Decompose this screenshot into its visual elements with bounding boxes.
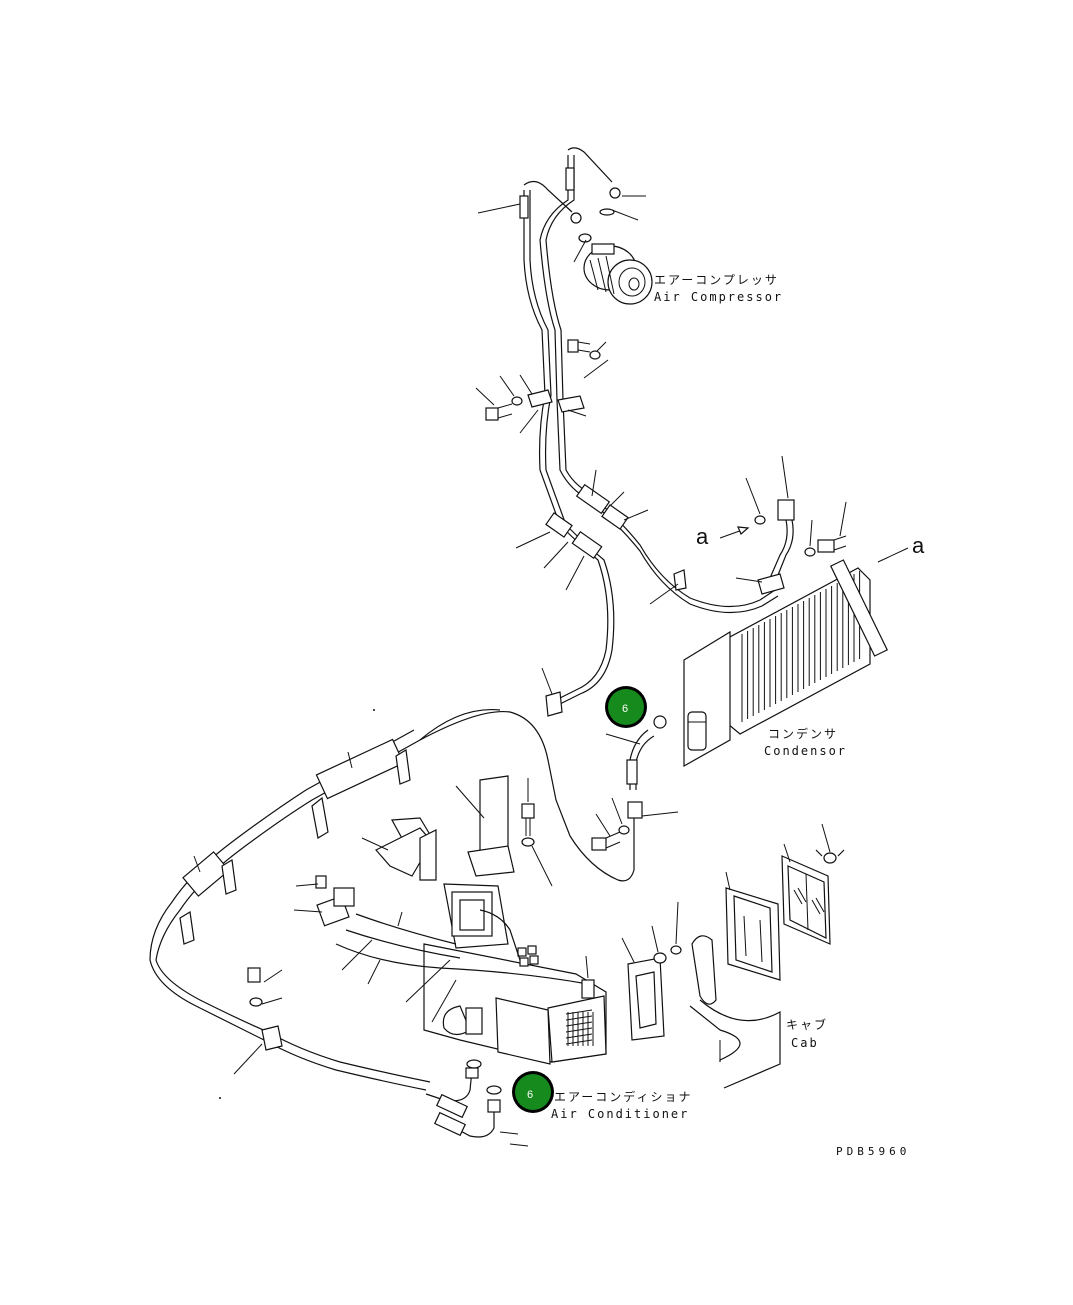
compressor-hose-assembly: [519, 147, 621, 526]
cab-label-jp: キャブ: [786, 1017, 828, 1032]
condenser-label-en: Condensor: [764, 744, 847, 758]
stray-dot: [219, 1097, 221, 1099]
condenser-unit: [419, 559, 889, 882]
compressor-leader-lines: [477, 195, 646, 379]
drawing-number: PDB5960: [836, 1145, 910, 1158]
stray-dot: [373, 709, 375, 711]
hose-joints-middle: [515, 469, 779, 705]
reference-a-markers: a a: [696, 524, 925, 563]
air-ducts: [361, 775, 553, 887]
ac-unit-grille: [565, 1009, 594, 1046]
hose-clamp-middle: [541, 667, 630, 851]
air-compressor: [583, 243, 653, 305]
grille-line: [565, 1039, 593, 1045]
grille-line: [565, 1009, 593, 1015]
ref-a-left: a: [696, 524, 709, 549]
compressor-label-jp: エアーコンプレッサ: [654, 273, 779, 287]
compressor-label-en: Air Compressor: [654, 290, 783, 304]
cab-label-en: Cab: [791, 1036, 819, 1050]
condenser-label-jp: コンデンサ: [768, 726, 838, 741]
callout-aircon-number: 6: [527, 1089, 533, 1101]
cab-parts: [621, 823, 845, 1089]
aircon-label-jp: エアーコンディショナ: [554, 1089, 692, 1104]
bolts-and-clamps-upper: [475, 339, 601, 434]
callout-condenser-number: 6: [622, 703, 628, 715]
long-hose-routing: [149, 708, 501, 1091]
condenser-bracket-hardware: [735, 455, 847, 595]
air-conditioner-unit: [293, 875, 607, 1147]
callout-aircon-hotspot[interactable]: 6: [512, 1071, 554, 1113]
callout-condenser-hotspot[interactable]: 6: [605, 686, 647, 728]
aircon-label-en: Air Conditioner: [551, 1107, 689, 1121]
ref-a-right: a: [912, 533, 925, 558]
